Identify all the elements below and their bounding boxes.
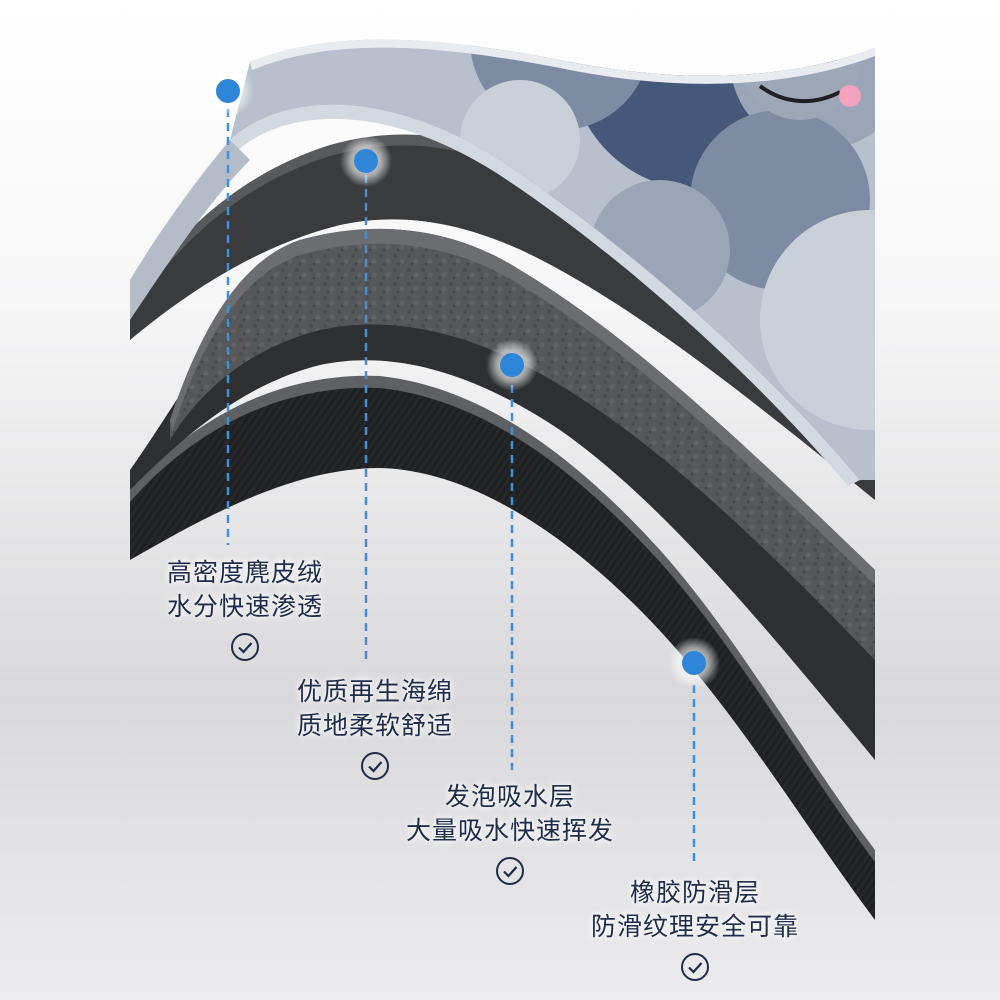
check-circle-icon xyxy=(231,633,259,661)
velvet-layer xyxy=(130,139,875,500)
layer-title: 优质再生海绵 xyxy=(296,677,453,706)
layer-title: 橡胶防滑层 xyxy=(629,878,760,907)
layer-title: 发泡吸水层 xyxy=(444,782,575,811)
layer-description: 水分快速渗透 xyxy=(166,592,323,621)
layer-description: 防滑纹理安全可靠 xyxy=(590,912,799,941)
check-circle-icon xyxy=(496,857,524,885)
layer-callout-2: 优质再生海绵 质地柔软舒适 xyxy=(260,675,490,781)
layer-marker-dot-4 xyxy=(682,651,706,675)
layer-description: 大量吸水快速挥发 xyxy=(405,816,614,845)
rubber-layer xyxy=(130,384,875,920)
layer-callout-3: 发泡吸水层 大量吸水快速挥发 xyxy=(390,780,630,886)
layer-callout-4: 橡胶防滑层 防滑纹理安全可靠 xyxy=(570,876,820,982)
layer-marker-dots xyxy=(202,65,720,689)
layer-title: 高密度麂皮绒 xyxy=(166,558,323,587)
check-circle-icon xyxy=(361,752,389,780)
layer-marker-dot-1 xyxy=(216,79,240,103)
layer-description: 质地柔软舒适 xyxy=(296,711,453,740)
check-circle-icon xyxy=(681,953,709,981)
layer-marker-dot-2 xyxy=(354,149,378,173)
guide-lines xyxy=(226,95,696,865)
layer-marker-dot-3 xyxy=(500,353,524,377)
layer-callout-1: 高密度麂皮绒 水分快速渗透 xyxy=(130,556,360,662)
